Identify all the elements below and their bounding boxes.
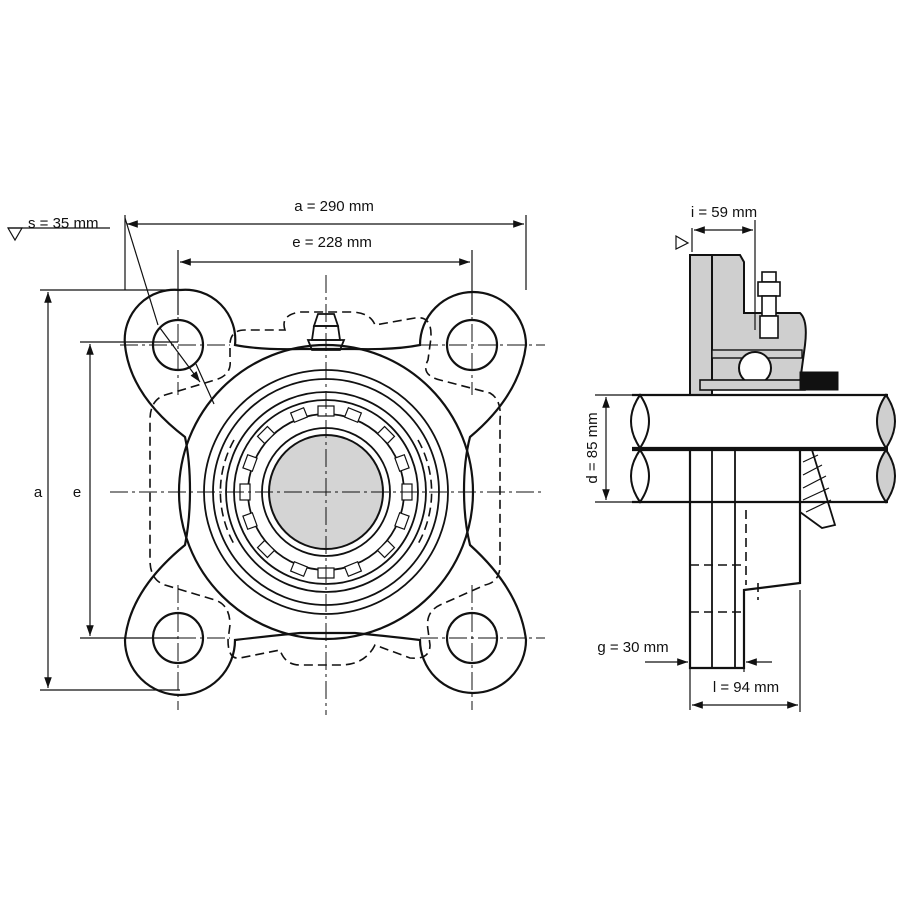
housing-relief-dashed [149,311,502,666]
label-g: g = 30 mm [597,639,668,656]
side-view: i = 59 mm d = 85 mm g = 30 mm l = 94 mm [584,204,896,712]
label-e-top: e = 228 mm [292,234,372,251]
dim-s-leader [159,327,201,383]
label-d: d = 85 mm [584,412,601,483]
label-a-side: a [34,484,43,501]
grease-nipple-front [306,313,346,351]
label-i: i = 59 mm [691,204,757,221]
collar-lower [799,449,837,529]
bolt-hole-bottom-right [445,611,499,665]
front-view: a = 290 mm e = 228 mm a e s = 35 mm [6,198,545,715]
label-s: s = 35 mm [28,215,98,232]
label-a-top: a = 290 mm [294,198,374,215]
locking-collar [799,371,839,391]
housing-lower [688,448,802,670]
reference-symbol [675,234,690,250]
shaft-outline [632,393,888,504]
grease-nipple-side [757,271,781,339]
flange-outline [123,288,528,697]
label-l: l = 94 mm [713,679,779,696]
label-e-side: e [73,484,81,501]
surface-symbol [6,227,24,242]
